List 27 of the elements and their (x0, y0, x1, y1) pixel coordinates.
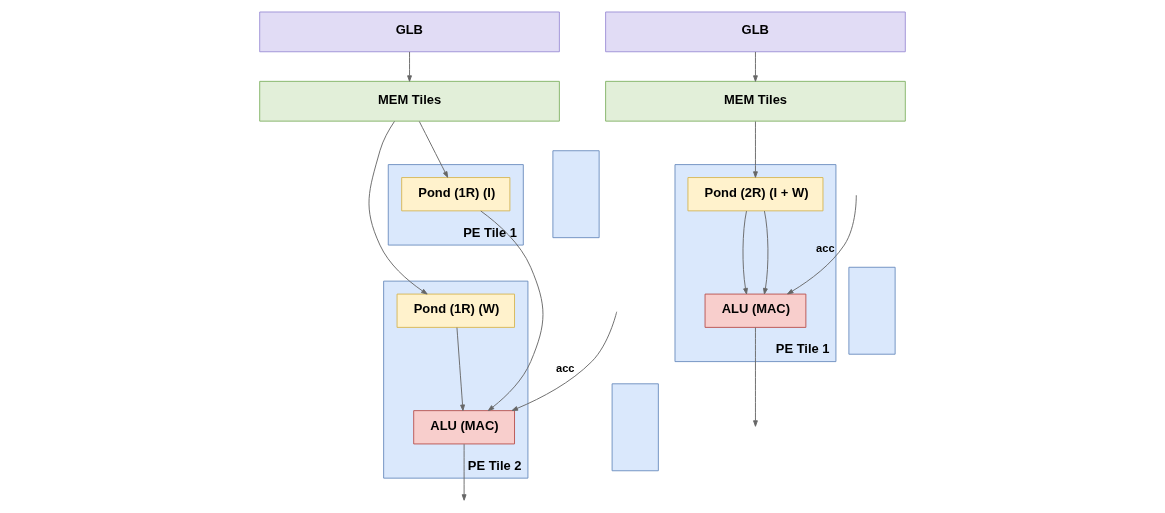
node-box: MEM Tiles (259, 80, 560, 122)
node-box: GLB (259, 11, 560, 53)
arrow (418, 121, 449, 178)
node-box: ALU (MAC) (413, 410, 515, 445)
arrow (753, 121, 758, 178)
arrow (763, 210, 769, 295)
arrow (368, 120, 428, 295)
arrow (511, 311, 618, 411)
arrow (753, 327, 758, 427)
node-box (552, 150, 600, 239)
node-box: ALU (MAC) (704, 293, 807, 328)
node-box: MEM Tiles (605, 80, 906, 122)
node-box: Pond (1R) (W) (396, 293, 515, 328)
node-box: Pond (1R) (I) (401, 177, 511, 212)
arrow (407, 51, 412, 82)
arrow (456, 327, 465, 411)
node-box (848, 266, 896, 355)
arrow (461, 443, 467, 501)
node-box: Pond (2R) (I + W) (687, 177, 824, 212)
arrow (480, 210, 544, 412)
edge-label: acc (556, 361, 575, 374)
node-box (611, 383, 659, 472)
arrow (753, 51, 758, 82)
arrow (787, 194, 857, 295)
arrow (742, 210, 748, 295)
edge-label: acc (816, 242, 835, 255)
node-box: GLB (605, 11, 906, 53)
